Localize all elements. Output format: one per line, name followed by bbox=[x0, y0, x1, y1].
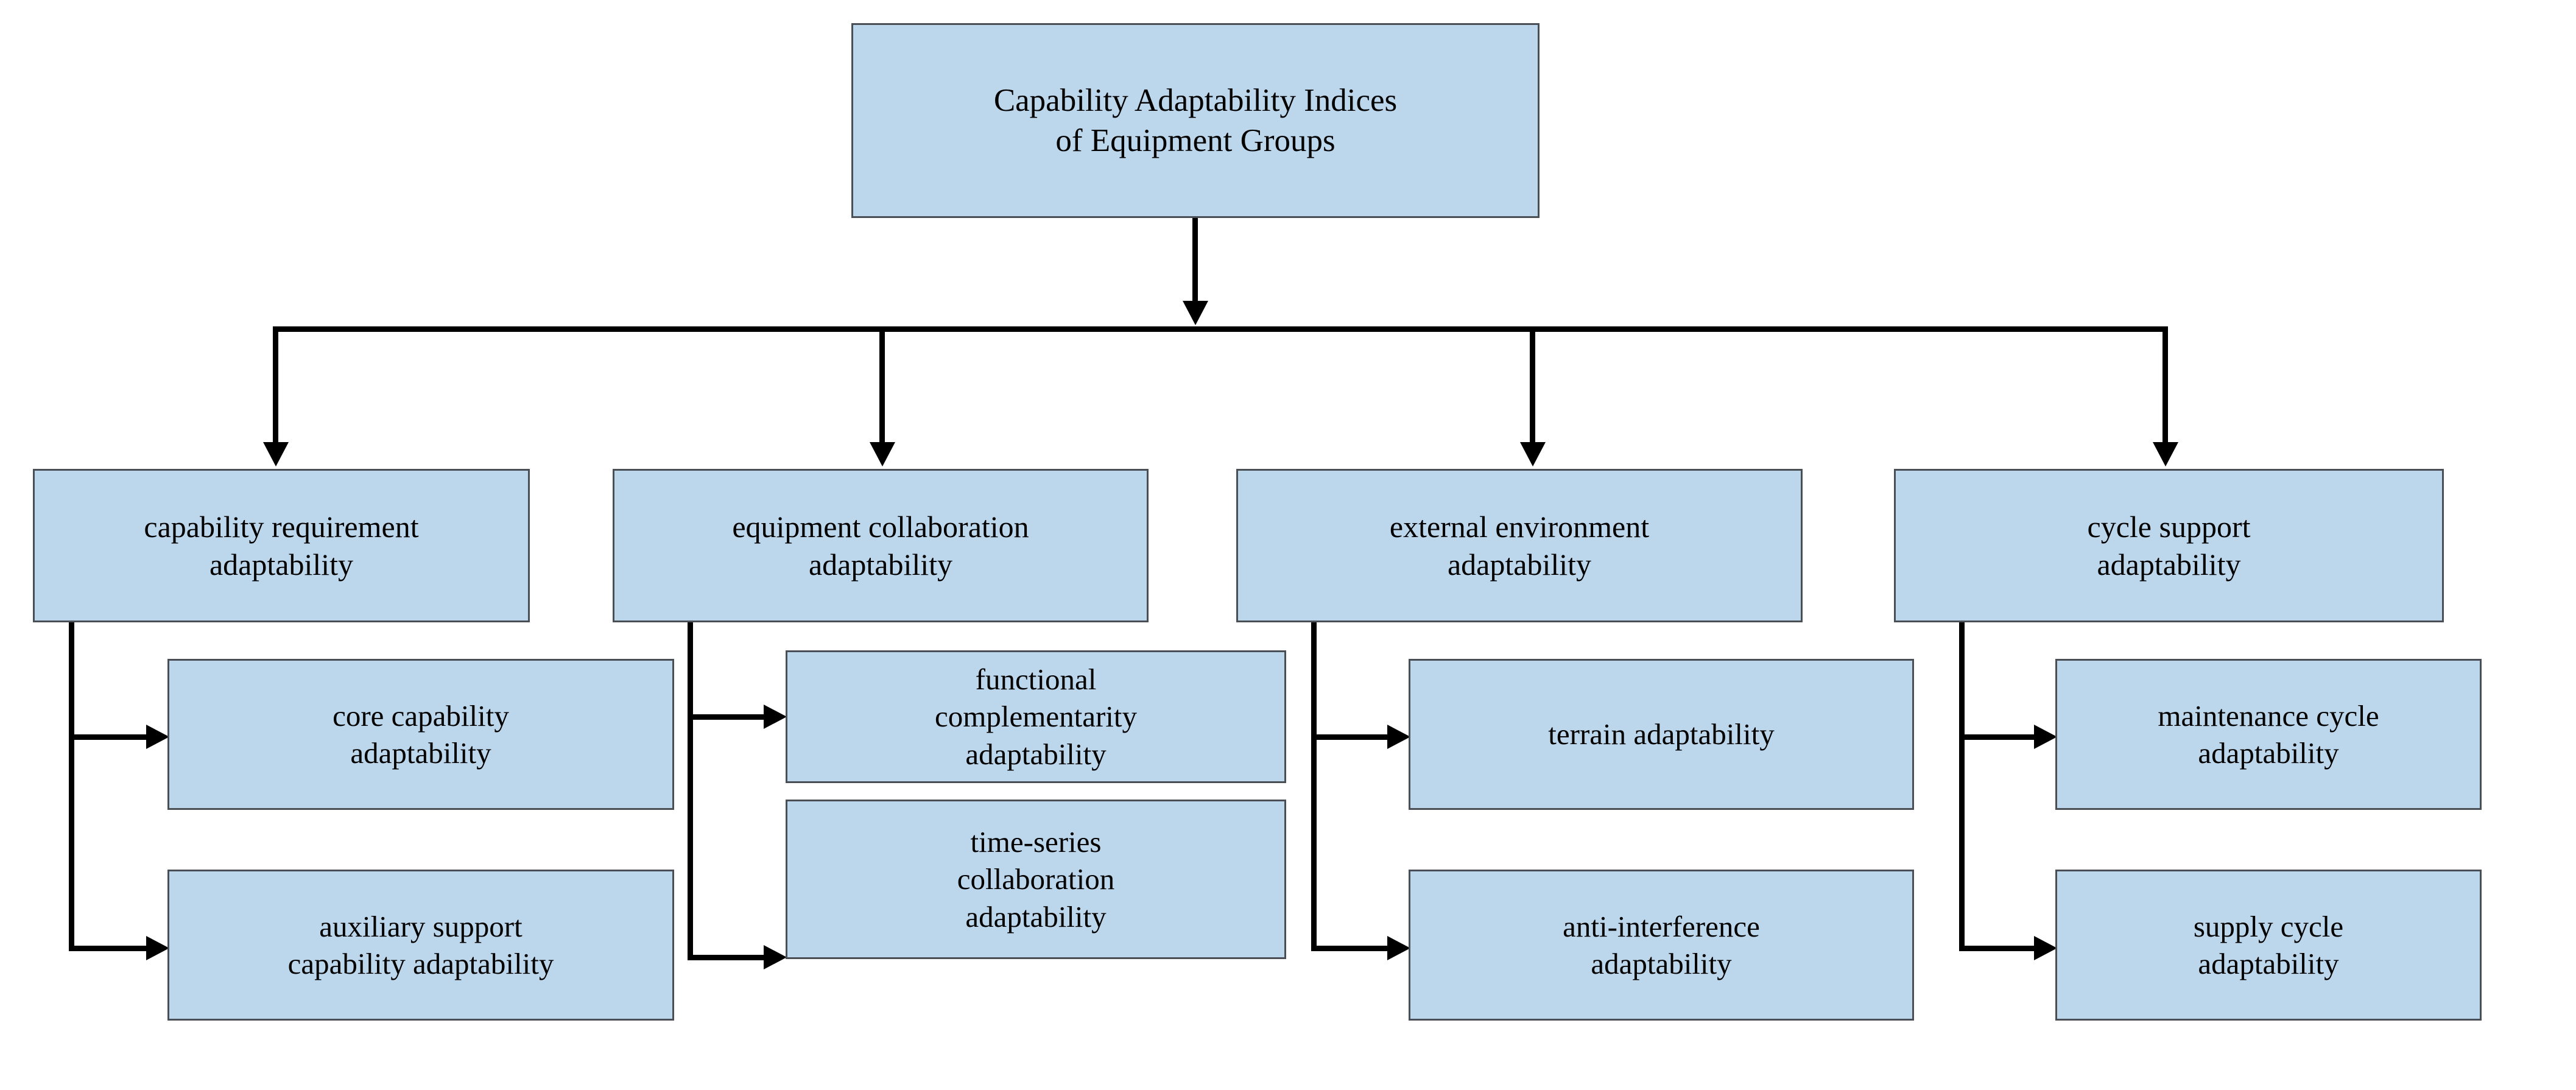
level2-distribution-bus bbox=[273, 326, 2168, 332]
branch-drop-line-4 bbox=[2163, 326, 2168, 442]
leaf-connector-arrow-4-2 bbox=[2034, 936, 2057, 960]
leaf-connector-line-4-2 bbox=[1959, 946, 2036, 951]
leaf-node-functional-complementarity-adaptability: functional complementarity adaptability bbox=[786, 650, 1286, 783]
leaf-connector-line-4-1 bbox=[1959, 734, 2036, 740]
leaf-node-maintenance-cycle-adaptability: maintenance cycle adaptability bbox=[2055, 659, 2482, 810]
root-trunk-line bbox=[1192, 218, 1198, 303]
leaf-connector-arrow-2-1 bbox=[764, 705, 787, 729]
branch-drop-arrow-1 bbox=[263, 442, 289, 466]
leaf-connector-line-2-2 bbox=[688, 955, 765, 960]
branch-drop-arrow-2 bbox=[870, 442, 895, 466]
leaf-node-anti-interference-adaptability: anti-interference adaptability bbox=[1409, 870, 1914, 1021]
root-trunk-arrow bbox=[1183, 301, 1208, 325]
leaf-connector-arrow-3-1 bbox=[1387, 725, 1410, 749]
leaf-connector-arrow-2-2 bbox=[764, 945, 787, 969]
leaf-connector-line-3-2 bbox=[1311, 946, 1389, 951]
branch-stem-line-2 bbox=[688, 622, 693, 960]
branch-stem-line-3 bbox=[1311, 622, 1317, 951]
leaf-connector-arrow-1-1 bbox=[146, 725, 169, 749]
branch-drop-arrow-3 bbox=[1520, 442, 1546, 466]
branch-node-external-environment-adaptability: external environment adaptability bbox=[1236, 469, 1803, 622]
branch-node-equipment-collaboration-adaptability: equipment collaboration adaptability bbox=[613, 469, 1149, 622]
leaf-node-supply-cycle-adaptability: supply cycle adaptability bbox=[2055, 870, 2482, 1021]
leaf-connector-line-2-1 bbox=[688, 714, 765, 720]
leaf-connector-arrow-1-2 bbox=[146, 936, 169, 960]
leaf-connector-line-3-1 bbox=[1311, 734, 1389, 740]
branch-drop-arrow-4 bbox=[2153, 442, 2178, 466]
leaf-connector-arrow-3-2 bbox=[1387, 936, 1410, 960]
leaf-node-time-series-collaboration-adaptability: time-series collaboration adaptability bbox=[786, 800, 1286, 959]
leaf-node-core-capability-adaptability: core capability adaptability bbox=[167, 659, 674, 810]
branch-stem-line-4 bbox=[1959, 622, 1965, 951]
branch-stem-line-1 bbox=[69, 622, 74, 951]
branch-drop-line-3 bbox=[1530, 326, 1535, 442]
leaf-connector-arrow-4-1 bbox=[2034, 725, 2057, 749]
branch-drop-line-1 bbox=[273, 326, 278, 442]
branch-node-cycle-support-adaptability: cycle support adaptability bbox=[1894, 469, 2444, 622]
branch-drop-line-2 bbox=[879, 326, 885, 442]
leaf-connector-line-1-2 bbox=[69, 946, 148, 951]
branch-node-capability-requirement-adaptability: capability requirement adaptability bbox=[33, 469, 530, 622]
leaf-connector-line-1-1 bbox=[69, 734, 148, 740]
leaf-node-auxiliary-support-capability-adaptability: auxiliary support capability adaptabilit… bbox=[167, 870, 674, 1021]
root-node: Capability Adaptability Indices of Equip… bbox=[851, 23, 1540, 218]
leaf-node-terrain-adaptability: terrain adaptability bbox=[1409, 659, 1914, 810]
